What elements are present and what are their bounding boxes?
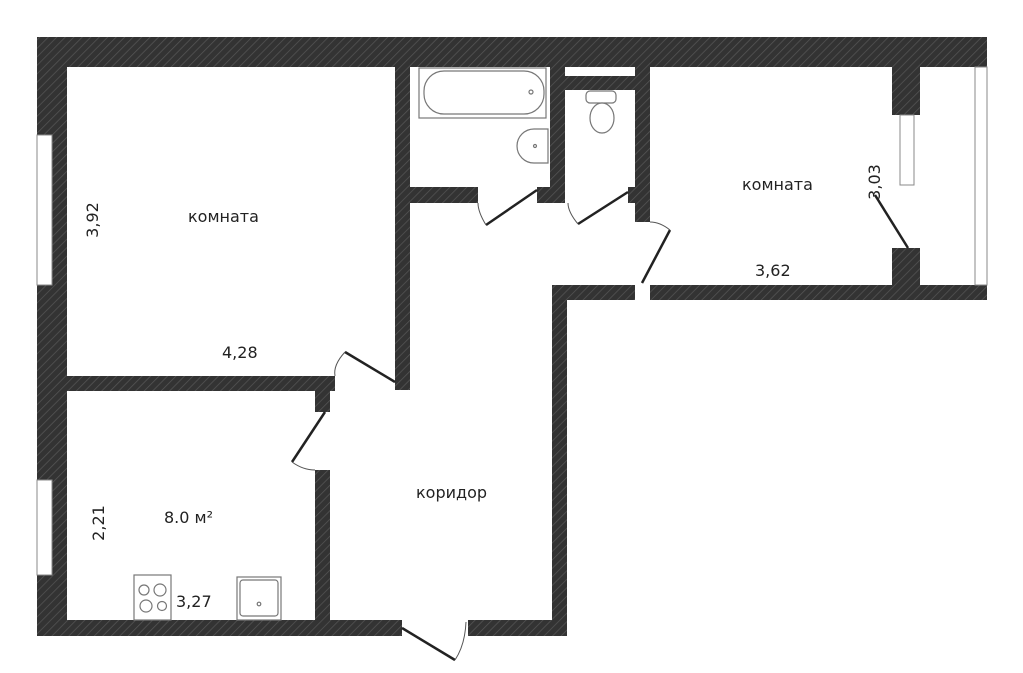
dimension-label: 3,92 <box>83 202 102 238</box>
window <box>974 66 988 286</box>
toilet <box>585 90 617 134</box>
window <box>36 479 53 576</box>
doors <box>290 188 910 662</box>
window <box>36 134 53 286</box>
room-label: комната <box>188 207 259 226</box>
sink <box>236 576 282 621</box>
stove <box>133 574 172 621</box>
entrance-door <box>401 626 456 662</box>
door <box>344 350 396 384</box>
door <box>485 188 538 227</box>
door <box>577 190 629 226</box>
room-area-label: 8.0 м² <box>164 508 213 527</box>
door <box>640 229 672 284</box>
room-label: комната <box>742 175 813 194</box>
dimension-label: 2,21 <box>89 505 108 541</box>
dimension-label: 4,28 <box>222 343 258 362</box>
door <box>290 411 327 463</box>
dimension-label: 3,27 <box>176 592 212 611</box>
walls <box>37 37 987 636</box>
fixtures <box>133 67 617 621</box>
dimension-label: 3,03 <box>865 164 884 200</box>
bathtub <box>418 67 547 119</box>
balcony-door-leaf <box>873 194 910 249</box>
labels: комната 3,92 4,28 комната 3,03 3,62 8.0 … <box>83 164 884 611</box>
room-label: коридор <box>416 483 487 502</box>
dimension-label: 3,62 <box>755 261 791 280</box>
balcony-door <box>899 114 915 186</box>
washbasin <box>516 128 549 164</box>
windows <box>36 66 988 576</box>
